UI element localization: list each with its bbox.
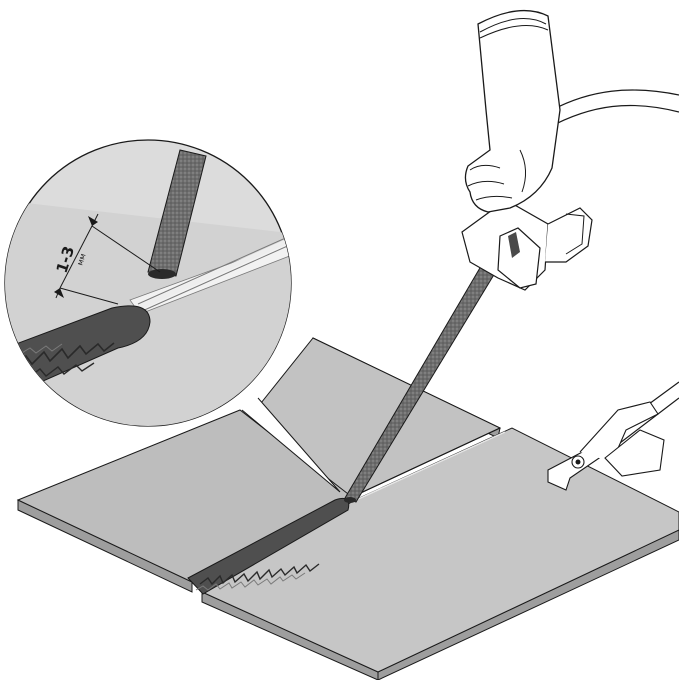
dimension-arrow-top: [88, 216, 98, 226]
dimension-arrow-bottom: [54, 288, 64, 298]
weld-bead: [187, 497, 350, 595]
gap-dimension-unit: мм: [75, 252, 87, 266]
magnifier-inset: 1-3 мм: [4, 139, 292, 427]
joint-gap: [351, 427, 501, 498]
gloved-hand: [464, 10, 561, 213]
electrode-holder: [461, 199, 593, 291]
ground-clamp: [547, 401, 665, 491]
magnifier-pointer: [241, 397, 341, 493]
magnified-electrode: [147, 149, 207, 279]
torch-cable: [547, 89, 679, 129]
joint-gap-light: [355, 431, 506, 501]
magnified-gap: [136, 237, 291, 311]
right-metal-plate: [200, 427, 679, 680]
